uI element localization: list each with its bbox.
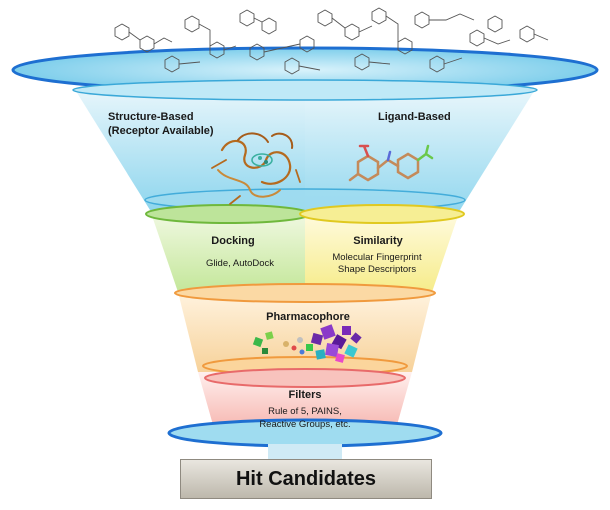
filters-detail-2: Reactive Groups, etc. (259, 419, 350, 430)
filters-detail-1: Rule of 5, PAINS, (268, 406, 342, 417)
funnel-section-docking (150, 210, 305, 292)
funnel-spout (268, 444, 342, 460)
stage-disc-pink (204, 368, 406, 388)
funnel-section-similarity (305, 210, 460, 292)
funnel-section-ligand (305, 88, 536, 210)
stage-disc-orange (174, 283, 436, 303)
docking-title: Docking (211, 235, 254, 247)
funnel-section-filters (198, 372, 412, 432)
funnel-section-structure (74, 88, 305, 210)
protein-structure-icon (211, 132, 301, 205)
structure-based-title: Structure-Based (108, 111, 194, 123)
funnel-section-pharmacophore (178, 292, 432, 372)
structure-based-subtitle: (Receptor Available) (108, 125, 214, 137)
molecule-library-icon (114, 7, 549, 75)
docking-detail: Glide, AutoDock (206, 258, 274, 269)
similarity-title: Similarity (353, 235, 403, 247)
hit-candidates-label: Hit Candidates (235, 467, 377, 490)
stage-disc-green (145, 204, 311, 224)
filters-title: Filters (288, 389, 321, 401)
ligand-molecule-icon (348, 144, 434, 182)
similarity-detail-1: Molecular Fingerprint (332, 252, 422, 263)
funnel-inner-rim (72, 79, 538, 101)
hit-candidates-box: Hit Candidates (180, 459, 432, 499)
pharmacophore-title: Pharmacophore (266, 311, 350, 323)
similarity-detail-2: Shape Descriptors (338, 264, 416, 275)
stage-disc-yellow (299, 204, 465, 224)
ligand-based-title: Ligand-Based (378, 111, 451, 123)
pharmacophore-cluster-icon (252, 324, 362, 363)
